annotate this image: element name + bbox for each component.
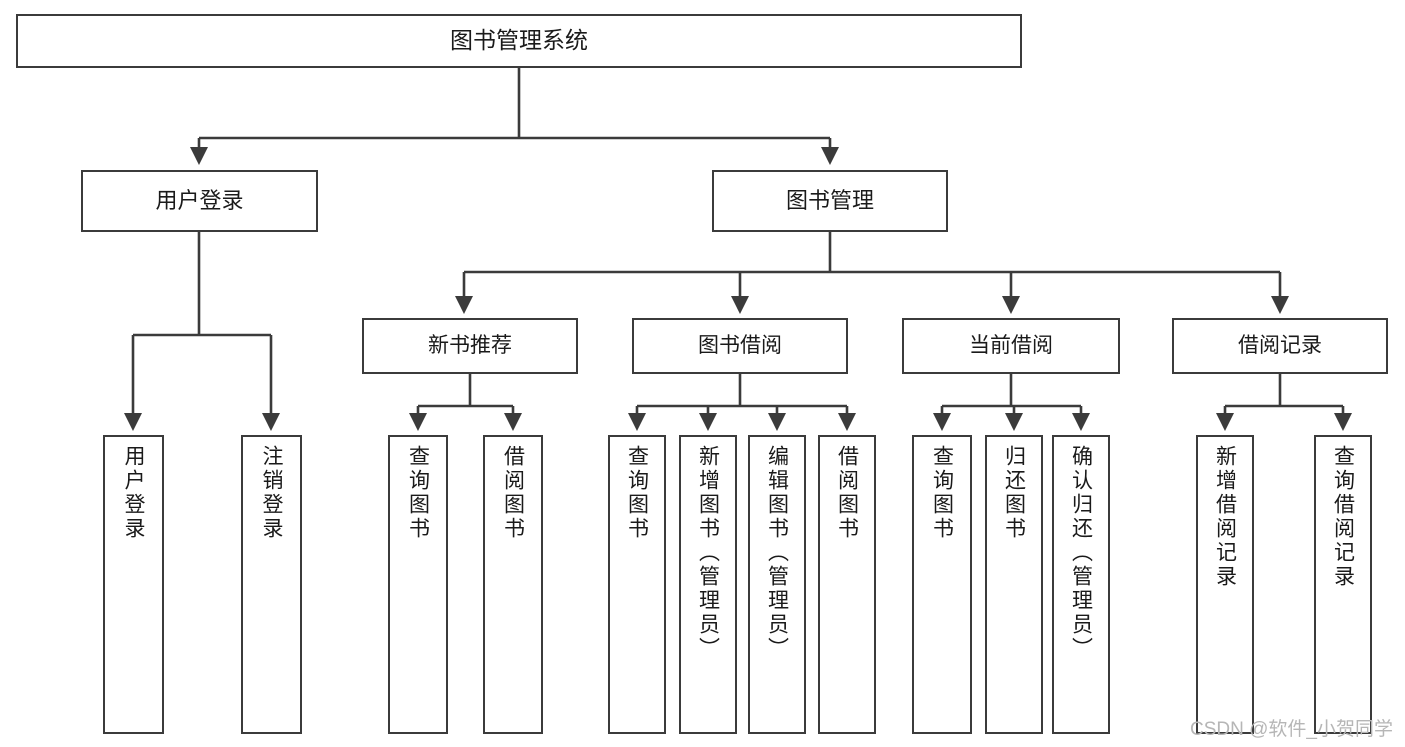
node-leaf-confirm-return[interactable]: 确认归还（管理员） <box>1052 435 1110 734</box>
node-leaf-query-book-rec-label: 查询图书 <box>406 445 430 541</box>
node-book-manage[interactable]: 图书管理 <box>712 170 948 232</box>
node-leaf-query-book-borrow-label: 查询图书 <box>625 445 649 541</box>
node-leaf-user-login[interactable]: 用户登录 <box>103 435 164 734</box>
node-book-manage-label: 图书管理 <box>785 188 874 214</box>
node-leaf-edit-book-label: 编辑图书（管理员） <box>765 445 789 661</box>
node-leaf-borrow-book[interactable]: 借阅图书 <box>818 435 876 734</box>
node-root[interactable]: 图书管理系统 <box>16 14 1022 68</box>
watermark-text: CSDN @软件_小贺同学 <box>1190 719 1393 740</box>
node-leaf-add-record-label: 新增借阅记录 <box>1213 445 1237 589</box>
node-user-login-label: 用户登录 <box>155 188 244 214</box>
node-leaf-return-book[interactable]: 归还图书 <box>985 435 1043 734</box>
node-user-login[interactable]: 用户登录 <box>81 170 318 232</box>
node-current-borrow[interactable]: 当前借阅 <box>902 318 1120 374</box>
node-book-borrow-label: 图书借阅 <box>698 333 782 357</box>
node-leaf-query-record-label: 查询借阅记录 <box>1331 445 1355 589</box>
node-leaf-borrow-book-rec-label: 借阅图书 <box>501 445 525 541</box>
node-leaf-borrow-book-label: 借阅图书 <box>835 445 859 541</box>
node-leaf-borrow-book-rec[interactable]: 借阅图书 <box>483 435 543 734</box>
node-leaf-query-record[interactable]: 查询借阅记录 <box>1314 435 1372 734</box>
node-leaf-confirm-return-label: 确认归还（管理员） <box>1069 445 1093 661</box>
node-leaf-return-book-label: 归还图书 <box>1002 445 1026 541</box>
node-new-book-rec[interactable]: 新书推荐 <box>362 318 578 374</box>
node-leaf-add-book-label: 新增图书（管理员） <box>696 445 720 661</box>
node-current-borrow-label: 当前借阅 <box>969 333 1053 357</box>
node-new-book-rec-label: 新书推荐 <box>428 333 512 357</box>
node-leaf-user-login-label: 用户登录 <box>122 445 145 541</box>
node-leaf-add-book[interactable]: 新增图书（管理员） <box>679 435 737 734</box>
node-leaf-query-book-cur-label: 查询图书 <box>930 445 954 541</box>
node-root-label: 图书管理系统 <box>450 27 588 54</box>
node-book-borrow[interactable]: 图书借阅 <box>632 318 848 374</box>
node-borrow-record-label: 借阅记录 <box>1238 333 1322 357</box>
node-borrow-record[interactable]: 借阅记录 <box>1172 318 1388 374</box>
node-leaf-query-book-borrow[interactable]: 查询图书 <box>608 435 666 734</box>
node-leaf-edit-book[interactable]: 编辑图书（管理员） <box>748 435 806 734</box>
node-leaf-query-book-cur[interactable]: 查询图书 <box>912 435 972 734</box>
node-leaf-logout[interactable]: 注销登录 <box>241 435 302 734</box>
node-leaf-logout-label: 注销登录 <box>260 445 283 541</box>
node-leaf-add-record[interactable]: 新增借阅记录 <box>1196 435 1254 734</box>
node-leaf-query-book-rec[interactable]: 查询图书 <box>388 435 448 734</box>
